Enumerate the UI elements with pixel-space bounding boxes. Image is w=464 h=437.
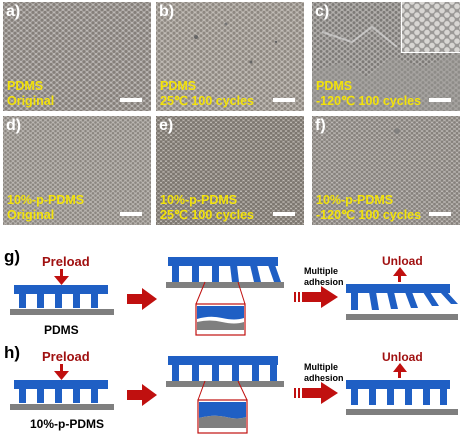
substrate xyxy=(346,409,458,415)
pillar-array-initial xyxy=(14,285,108,308)
multiple-adhesion-line2: adhesion xyxy=(304,373,344,383)
material-label: PDMS xyxy=(44,323,79,337)
panel-label-condition: Original xyxy=(7,208,55,222)
panel-letter: c) xyxy=(315,3,330,20)
substrate xyxy=(346,314,458,320)
panel-label-material: PDMS xyxy=(316,79,353,93)
panel-label-condition: Original xyxy=(7,94,55,108)
substrate xyxy=(166,282,284,288)
preload-arrow-down xyxy=(54,364,69,380)
panel-f: f) 10%-p-PDMS -120℃ 100 cycles xyxy=(312,116,460,225)
panel-b: b) PDMS 25℃ 100 cycles xyxy=(156,2,304,111)
material-label: 10%-p-PDMS xyxy=(30,417,104,431)
hex-texture xyxy=(3,116,151,225)
unload-label: Unload xyxy=(382,350,423,364)
scale-bar xyxy=(273,98,295,102)
panel-c: c) PDMS -120℃ 100 cycles xyxy=(312,2,460,111)
process-arrow xyxy=(127,288,157,310)
pillar-array-preloaded xyxy=(168,257,281,282)
panel-letter: a) xyxy=(6,3,21,20)
panel-label-condition: 25℃ 100 cycles xyxy=(160,94,254,108)
zoom-inset xyxy=(401,2,460,53)
panel-label-material: PDMS xyxy=(7,79,44,93)
multiple-adhesion-arrow xyxy=(294,286,338,308)
panel-label-condition: -120℃ 100 cycles xyxy=(316,94,422,108)
panel-d: d) 10%-p-PDMS Original xyxy=(3,116,151,225)
preload-label: Preload xyxy=(42,349,90,364)
multiple-adhesion-line2: adhesion xyxy=(304,277,344,287)
panel-letter: f) xyxy=(315,117,326,134)
pillar-array-after-cycles xyxy=(346,380,450,405)
hex-texture xyxy=(312,116,460,225)
process-arrow xyxy=(127,384,157,406)
substrate xyxy=(166,381,284,387)
hex-texture xyxy=(3,2,151,111)
scale-bar xyxy=(429,212,451,216)
hex-texture xyxy=(156,2,304,111)
preload-arrow-down xyxy=(54,269,69,285)
panel-label-material: PDMS xyxy=(160,79,197,93)
panel-label-condition: -120℃ 100 cycles xyxy=(316,208,422,222)
substrate xyxy=(10,404,114,410)
substrate xyxy=(10,309,114,315)
panel-label-material: 10%-p-PDMS xyxy=(160,193,238,207)
contact-zoom-inset xyxy=(197,380,248,434)
contact-zoom-inset xyxy=(195,281,246,336)
multiple-adhesion-line1: Multiple xyxy=(304,362,338,372)
pillar-array-initial xyxy=(14,380,108,403)
schematic-letter: h) xyxy=(4,343,20,362)
unload-arrow-up xyxy=(393,267,407,282)
panel-letter: b) xyxy=(159,3,175,20)
pillar-array-after-cycles xyxy=(346,284,458,310)
scale-bar xyxy=(273,212,295,216)
scale-bar xyxy=(120,98,142,102)
hex-texture xyxy=(156,116,304,225)
schematic-letter: g) xyxy=(4,247,20,266)
panel-label-condition: 25℃ 100 cycles xyxy=(160,208,254,222)
panel-label-material: 10%-p-PDMS xyxy=(7,193,85,207)
panel-label-material: 10%-p-PDMS xyxy=(316,193,394,207)
scale-bar xyxy=(120,212,142,216)
unload-arrow-up xyxy=(393,363,407,378)
unload-label: Unload xyxy=(382,254,423,268)
panel-e: e) 10%-p-PDMS 25℃ 100 cycles xyxy=(156,116,304,225)
panel-a: a) PDMS Original xyxy=(3,2,151,111)
multiple-adhesion-arrow xyxy=(294,382,338,404)
panel-letter: e) xyxy=(159,117,174,134)
pillar-array-preloaded xyxy=(168,356,278,381)
preload-label: Preload xyxy=(42,254,90,269)
scale-bar xyxy=(429,98,451,102)
multiple-adhesion-line1: Multiple xyxy=(304,266,338,276)
panel-letter: d) xyxy=(6,117,22,134)
